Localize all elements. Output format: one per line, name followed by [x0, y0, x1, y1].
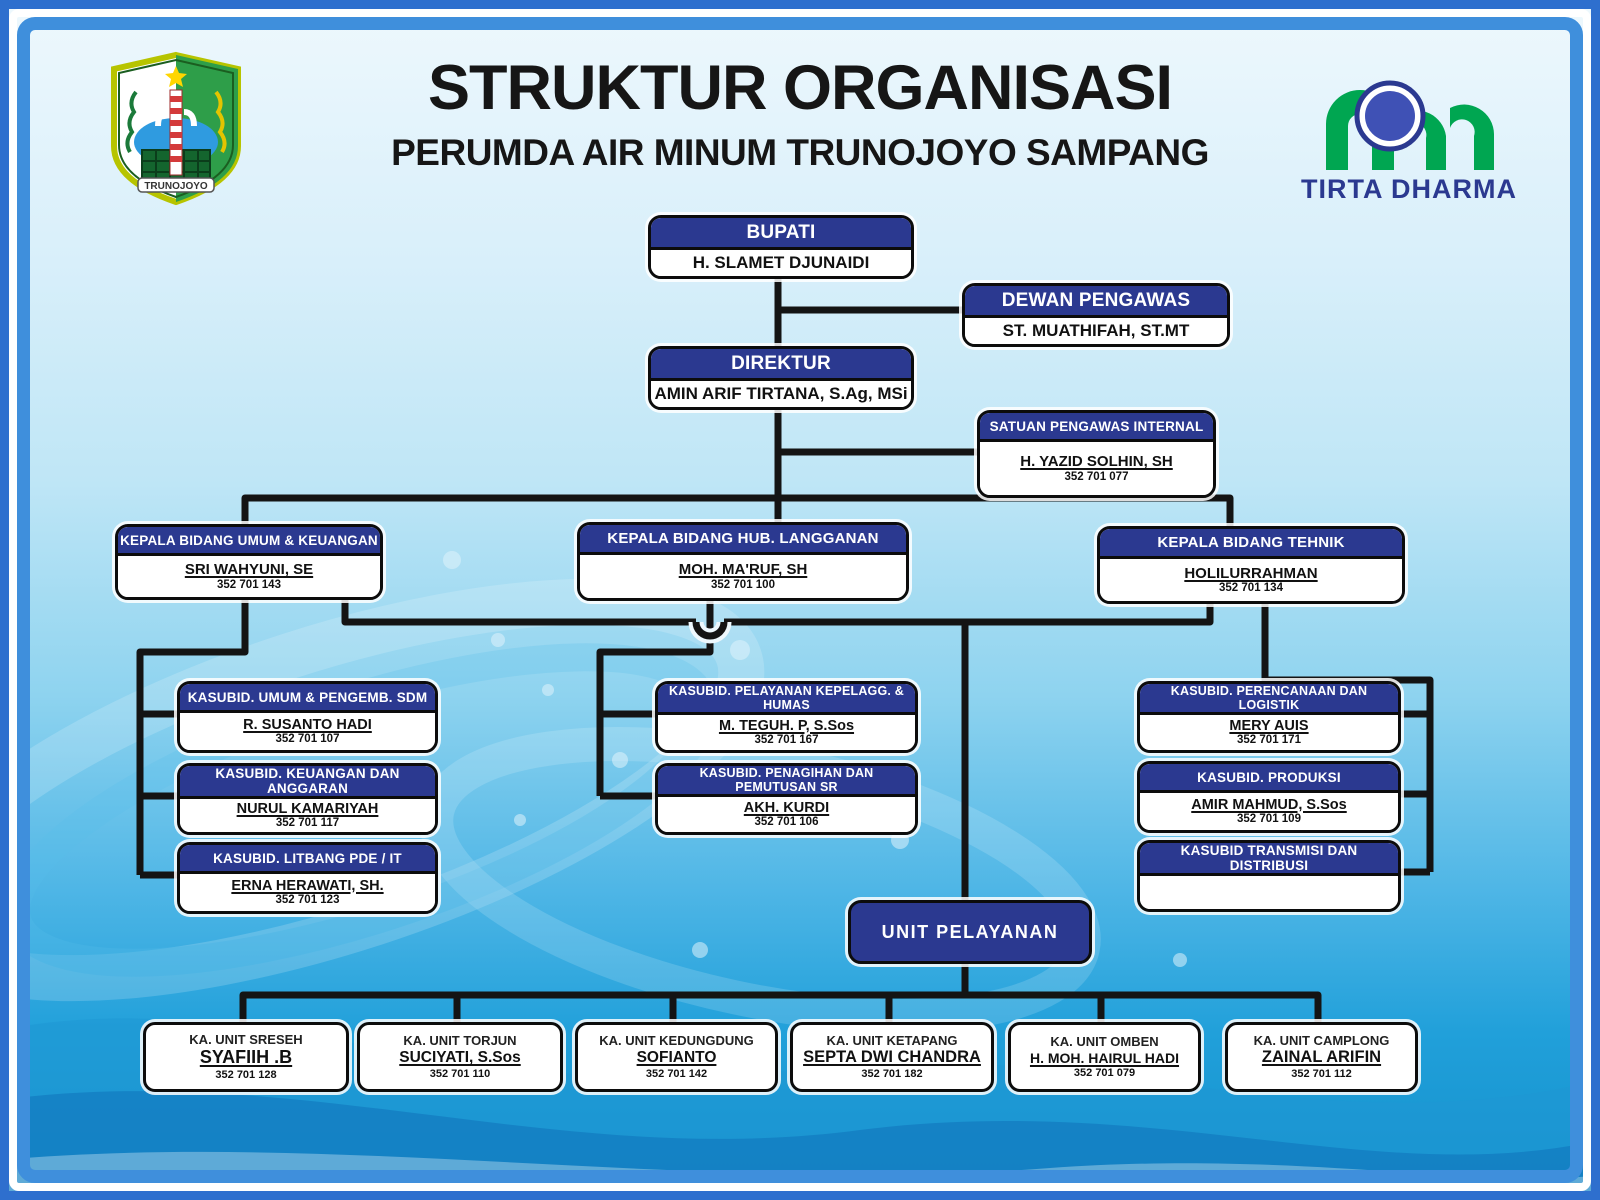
- org-node-kasubid-produksi: KASUBID. PRODUKSI AMIR MAHMUD, S.Sos 352…: [1137, 761, 1401, 833]
- org-node-unit-omben: KA. UNIT OMBEN H. MOH. HAIRUL HADI 352 7…: [1008, 1022, 1201, 1092]
- org-node-direktur: DIREKTUR AMIN ARIF TIRTANA, S.Ag, MSi: [648, 346, 914, 410]
- node-phone: 352 701 109: [1237, 813, 1301, 826]
- node-title: KASUBID. UMUM & PENGEMB. SDM: [180, 684, 435, 713]
- org-node-kasubid-umum-sdm: KASUBID. UMUM & PENGEMB. SDM R. SUSANTO …: [177, 681, 438, 753]
- node-name: ERNA HERAWATI, SH.: [231, 877, 384, 894]
- svg-text:TIRTA DHARMA: TIRTA DHARMA: [1301, 174, 1517, 204]
- node-title: KASUBID TRANSMISI DAN DISTRIBUSI: [1140, 843, 1398, 876]
- page-subtitle: PERUMDA AIR MINUM TRUNOJOYO SAMPANG: [391, 132, 1209, 173]
- node-title: UNIT PELAYANAN: [881, 921, 1059, 942]
- node-name: H. SLAMET DJUNAIDI: [692, 253, 870, 273]
- node-name: AMIR MAHMUD, S.Sos: [1191, 796, 1347, 813]
- node-name: H. YAZID SOLHIN, SH: [1020, 453, 1173, 471]
- node-name: ZAINAL ARIFIN: [1261, 1048, 1382, 1067]
- node-name: SOFIANTO: [636, 1048, 717, 1066]
- node-phone: 352 701 117: [275, 817, 340, 830]
- node-title: KASUBID. PERENCANAAN DAN LOGISTIK: [1140, 684, 1398, 715]
- node-phone: 352 701 167: [754, 734, 819, 747]
- node-name: MOH. MA'RUF, SH: [678, 561, 808, 579]
- node-name: SUCIYATI, S.Sos: [399, 1048, 521, 1066]
- node-title: KA. UNIT SRESEH: [189, 1031, 303, 1047]
- node-name: ST. MUATHIFAH, ST.MT: [1002, 321, 1190, 341]
- node-title: DEWAN PENGAWAS: [965, 286, 1227, 318]
- org-node-kasubid-pelayanan-humas: KASUBID. PELAYANAN KEPELAGG. & HUMAS M. …: [655, 681, 918, 753]
- node-phone: 352 701 112: [1291, 1068, 1352, 1081]
- node-phone: 352 701 077: [1064, 470, 1129, 483]
- node-title: KA. UNIT OMBEN: [1050, 1034, 1159, 1050]
- node-title: KA. UNIT KEDUNGDUNG: [599, 1033, 754, 1049]
- node-name: SRI WAHYUNI, SE: [184, 561, 314, 579]
- org-node-unit-camplong: KA. UNIT CAMPLONG ZAINAL ARIFIN 352 701 …: [1225, 1022, 1418, 1092]
- node-name: NURUL KAMARIYAH: [236, 800, 379, 817]
- org-node-dewan-pengawas: DEWAN PENGAWAS ST. MUATHIFAH, ST.MT: [962, 283, 1230, 347]
- org-node-kasubid-perencanaan-logistik: KASUBID. PERENCANAAN DAN LOGISTIK MERY A…: [1137, 681, 1401, 753]
- node-title: SATUAN PENGAWAS INTERNAL: [980, 413, 1213, 442]
- org-node-kasubid-keuangan-anggaran: KASUBID. KEUANGAN DAN ANGGARAN NURUL KAM…: [177, 763, 438, 835]
- node-title: KASUBID. LITBANG PDE / IT: [180, 845, 435, 874]
- node-phone: 352 701 110: [429, 1067, 491, 1080]
- node-name: MERY AUIS: [1229, 717, 1309, 734]
- node-title: KA. UNIT TORJUN: [403, 1033, 517, 1049]
- node-name: HOLILURRAHMAN: [1184, 564, 1318, 582]
- node-phone: 352 701 182: [861, 1068, 923, 1081]
- node-phone: 352 701 142: [645, 1067, 708, 1080]
- org-node-unit-sreseh: KA. UNIT SRESEH SYAFIIH .B 352 701 128: [143, 1022, 349, 1092]
- node-phone: 352 701 123: [275, 894, 340, 907]
- org-node-kasubid-penagihan-pemutusan: KASUBID. PENAGIHAN DAN PEMUTUSAN SR AKH.…: [655, 763, 918, 835]
- node-phone: 352 701 171: [1237, 734, 1301, 747]
- node-title: KASUBID. KEUANGAN DAN ANGGARAN: [180, 766, 435, 799]
- org-node-kasubid-litbang-pde-it: KASUBID. LITBANG PDE / IT ERNA HERAWATI,…: [177, 842, 438, 914]
- node-title: KA. UNIT CAMPLONG: [1253, 1032, 1390, 1048]
- node-title: KA. UNIT KETAPANG: [826, 1032, 958, 1048]
- org-node-bidang-hub-langganan: KEPALA BIDANG HUB. LANGGANAN MOH. MA'RUF…: [577, 522, 909, 601]
- node-title: KASUBID. PENAGIHAN DAN PEMUTUSAN SR: [658, 766, 915, 797]
- node-title: KEPALA BIDANG UMUM & KEUANGAN: [118, 527, 380, 556]
- node-phone: 352 701 107: [275, 733, 340, 746]
- node-phone: 352 701 100: [711, 578, 775, 591]
- node-name: AKH. KURDI: [743, 799, 830, 816]
- svg-text:TRUNOJOYO: TRUNOJOYO: [144, 181, 208, 192]
- node-name: R. SUSANTO HADI: [243, 716, 372, 733]
- node-name: M. TEGUH. P, S.Sos: [718, 717, 855, 734]
- node-phone: 352 701 079: [1073, 1066, 1136, 1079]
- page-title: STRUKTUR ORGANISASI: [427, 53, 1173, 123]
- node-title: KEPALA BIDANG TEHNIK: [1100, 529, 1402, 559]
- org-node-unit-kedungdung: KA. UNIT KEDUNGDUNG SOFIANTO 352 701 142: [575, 1022, 778, 1092]
- org-node-satuan-pengawas-internal: SATUAN PENGAWAS INTERNAL H. YAZID SOLHIN…: [977, 410, 1216, 498]
- org-node-bidang-umum-keuangan: KEPALA BIDANG UMUM & KEUANGAN SRI WAHYUN…: [115, 524, 383, 600]
- org-node-kasubid-transmisi-distribusi: KASUBID TRANSMISI DAN DISTRIBUSI: [1137, 840, 1401, 912]
- node-name: AMIN ARIF TIRTANA, S.Ag, MSi: [654, 384, 908, 404]
- node-title: BUPATI: [651, 218, 911, 250]
- node-phone: 352 701 128: [215, 1069, 277, 1081]
- node-name: SEPTA DWI CHANDRA: [803, 1048, 981, 1067]
- org-node-unit-torjun: KA. UNIT TORJUN SUCIYATI, S.Sos 352 701 …: [357, 1022, 563, 1092]
- org-node-bupati: BUPATI H. SLAMET DJUNAIDI: [648, 215, 914, 279]
- org-node-unit-pelayanan: UNIT PELAYANAN: [848, 900, 1092, 964]
- node-phone: 352 701 134: [1219, 582, 1283, 595]
- tirta-dharma-icon: TIRTA DHARMA: [1301, 80, 1517, 204]
- node-title: KASUBID. PELAYANAN KEPELAGG. & HUMAS: [658, 684, 915, 715]
- sampang-crest-icon: TRUNOJOYO: [111, 51, 241, 206]
- node-phone: 352 701 143: [217, 578, 281, 591]
- node-name: SYAFIIH .B: [199, 1047, 293, 1068]
- node-title: KEPALA BIDANG HUB. LANGGANAN: [580, 525, 906, 555]
- node-title: DIREKTUR: [651, 349, 911, 381]
- org-node-bidang-tehnik: KEPALA BIDANG TEHNIK HOLILURRAHMAN 352 7…: [1097, 526, 1405, 604]
- node-name: H. MOH. HAIRUL HADI: [1029, 1049, 1180, 1066]
- node-phone: 352 701 106: [754, 816, 819, 829]
- org-node-unit-ketapang: KA. UNIT KETAPANG SEPTA DWI CHANDRA 352 …: [790, 1022, 994, 1092]
- node-title: KASUBID. PRODUKSI: [1140, 764, 1398, 793]
